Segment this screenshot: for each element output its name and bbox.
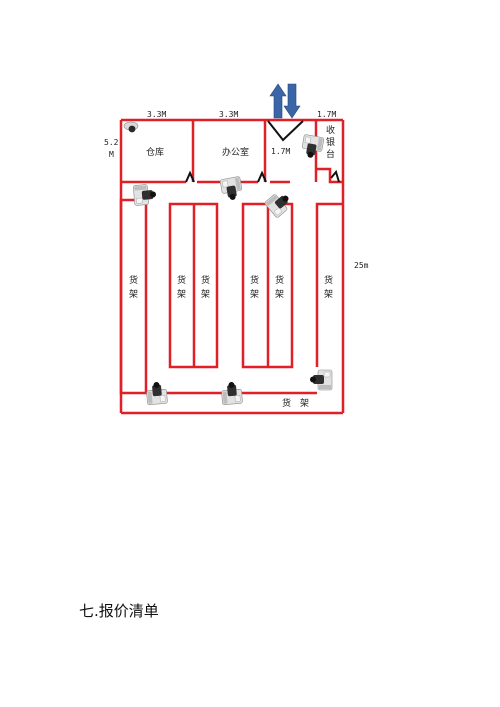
shelf-label: 架 bbox=[250, 289, 259, 300]
shelf-label: 货 bbox=[129, 274, 138, 286]
dim-label-room-depth-unit: M bbox=[109, 150, 114, 159]
dome-camera-icon bbox=[123, 121, 139, 133]
room-label-cashier-3: 台 bbox=[326, 148, 335, 160]
shelf-label-bottom: 货 架 bbox=[282, 397, 309, 409]
shelf-label: 货 bbox=[177, 274, 186, 286]
shelf-label: 架 bbox=[177, 289, 186, 300]
camera-icon bbox=[300, 133, 325, 161]
room-label-office: 办公室 bbox=[222, 146, 249, 158]
dim-label-store-length: 25m bbox=[354, 261, 369, 270]
shelf-label: 货 bbox=[275, 274, 284, 286]
camera-icon bbox=[145, 380, 169, 406]
dim-label-room-depth: 5.2 bbox=[104, 138, 119, 147]
shelves bbox=[119, 198, 343, 395]
shelf-label: 架 bbox=[129, 289, 138, 300]
shelf-label: 架 bbox=[324, 289, 333, 300]
camera-icon bbox=[132, 183, 158, 207]
shelf-right bbox=[315, 202, 343, 367]
entrance-arrows-icon bbox=[269, 83, 301, 119]
dim-label-entrance-width: 1.7M bbox=[271, 147, 290, 156]
door-swings bbox=[185, 120, 340, 183]
shelf-label: 货 bbox=[201, 274, 210, 286]
camera-icon bbox=[220, 380, 244, 406]
section-title: 七.报价清单 bbox=[79, 602, 159, 620]
shelf-label: 架 bbox=[201, 289, 210, 300]
shelf-label: 架 bbox=[275, 289, 284, 300]
camera-icon bbox=[219, 175, 244, 203]
shelf-label: 货 bbox=[250, 274, 259, 286]
dim-label-warehouse-width: 3.3M bbox=[147, 110, 166, 119]
room-label-cashier-1: 收 bbox=[326, 124, 335, 136]
dim-label-office-width: 3.3M bbox=[219, 110, 238, 119]
shelf-1 bbox=[119, 198, 148, 395]
camera-icon bbox=[309, 369, 333, 391]
shelf-label: 货 bbox=[324, 274, 333, 286]
room-label-warehouse: 仓库 bbox=[146, 146, 164, 158]
walls bbox=[119, 118, 345, 415]
room-label-cashier-2: 银 bbox=[326, 136, 335, 148]
dim-label-cashier-width: 1.7M bbox=[317, 110, 336, 119]
